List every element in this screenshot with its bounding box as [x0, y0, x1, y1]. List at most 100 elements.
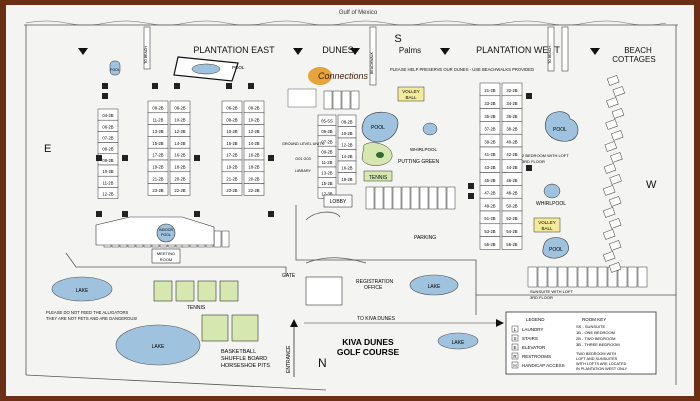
cottage-unit	[608, 218, 622, 229]
gulf-label: Gulf of Mexico	[339, 10, 378, 16]
svg-text:BALL: BALL	[405, 95, 417, 100]
beach-cottages	[602, 75, 625, 273]
unit-box	[401, 186, 411, 210]
unit-label: 09-2B	[102, 158, 113, 163]
svg-text:TO BEACH: TO BEACH	[144, 46, 148, 64]
volleyball-palms: VOLLEY BALL	[397, 86, 425, 102]
unit-label: 15-2B	[226, 141, 237, 146]
beachwalk-east: TO BEACH	[143, 26, 151, 70]
svg-text:SHUFFLE BOARD: SHUFFLE BOARD	[221, 356, 267, 362]
unit-label: 18-2B	[174, 164, 185, 169]
unit-box	[577, 266, 588, 288]
unit-label: 18-2B	[341, 177, 352, 182]
svg-text:LEGEND: LEGEND	[526, 317, 545, 322]
unit-label: 04-2B	[102, 113, 113, 118]
cottage-unit	[611, 108, 625, 119]
west-whirlpool	[543, 183, 561, 199]
svg-text:TO BEACH: TO BEACH	[548, 46, 552, 64]
unit-label: 22-2B	[174, 188, 185, 193]
compass-west: W	[646, 179, 657, 191]
unit-label: 21-2B	[484, 88, 495, 93]
lake-center	[409, 274, 459, 296]
unit-label: 13-2B	[152, 129, 163, 134]
svg-text:POOL: POOL	[371, 125, 385, 131]
svg-text:POOL: POOL	[549, 247, 563, 253]
cottage-unit	[610, 152, 623, 163]
unit-label: 46-2B	[506, 178, 517, 183]
unit-label: 55-2B	[484, 242, 495, 247]
unit-label: 39-2B	[484, 139, 495, 144]
unit-label: 07-2B	[321, 139, 332, 144]
east-arrow-down-icon-2	[293, 48, 303, 55]
section-plantation-east: PLANTATION EAST	[193, 45, 275, 55]
section-palms-s: S	[394, 33, 401, 45]
unit-label: 20-2B	[174, 176, 185, 181]
unit-label: 12-2B	[341, 142, 352, 147]
svg-text:POOL: POOL	[553, 127, 567, 133]
stairs-marker-icon	[122, 211, 128, 217]
unit-label: 34-2B	[506, 101, 517, 106]
svg-text:MEETING: MEETING	[157, 251, 175, 256]
legend-item-label: LAUNDRY	[522, 327, 543, 332]
svg-text:VOLLEY: VOLLEY	[402, 89, 420, 94]
unit-label: 50-2B	[506, 203, 517, 208]
svg-text:BASKETBALL: BASKETBALL	[221, 349, 256, 355]
beachwalk-cottages	[561, 26, 569, 72]
stairs-marker-icon	[194, 211, 200, 217]
cottage-unit	[608, 196, 622, 207]
unit-label: 10-2B	[226, 129, 237, 134]
entrance-arrow-icon	[290, 319, 298, 327]
svg-text:POOL: POOL	[232, 65, 245, 70]
beachwalk-west: TO BEACH	[547, 26, 555, 72]
unit-label: 06-2B	[321, 129, 332, 134]
unit-label: 16-2B	[341, 165, 352, 170]
alligator-notice-1: PLEASE DO NOT FEED THE ALLIGATORS	[46, 310, 129, 315]
legend-symbol	[511, 343, 519, 351]
stairs-marker-icon	[122, 155, 128, 161]
svg-text:BALL: BALL	[541, 226, 553, 231]
meeting-area: INDOOR POOL MEETING ROOM	[95, 216, 215, 264]
unit-label: 54-2B	[506, 229, 517, 234]
unit-label: 05-SS	[321, 118, 333, 123]
svg-text:GOLF COURSE: GOLF COURSE	[337, 347, 400, 357]
svg-text:SUNSUITE WITH LOFT: SUNSUITE WITH LOFT	[530, 289, 573, 294]
lake-golf	[437, 332, 479, 350]
putting-green-hole-icon	[376, 152, 384, 158]
sunsuite-note: SUNSUITE WITH LOFT 3RD FLOOR	[530, 289, 573, 300]
unit-label: 32-2B	[506, 88, 517, 93]
unit-label: 56-2B	[506, 242, 517, 247]
unit-box	[567, 266, 578, 288]
unit-label: 06-2B	[102, 124, 113, 129]
unit-box	[213, 230, 222, 248]
unit-box	[383, 186, 393, 210]
unit-label: 40-2B	[506, 139, 517, 144]
stairs-marker-icon	[268, 155, 274, 161]
lake-west	[51, 276, 113, 302]
unit-label: 08-2B	[248, 105, 259, 110]
svg-text:Connections: Connections	[318, 71, 369, 81]
unit-box	[501, 236, 523, 250]
west-arrow-down-icon	[440, 48, 450, 55]
unit-box	[437, 186, 447, 210]
unit-box	[428, 186, 438, 210]
unit-label: 10-2B	[174, 117, 185, 122]
unit-label: 38-2B	[506, 127, 517, 132]
legend-symbol-letter: R	[513, 354, 517, 359]
unit-box	[221, 183, 243, 196]
west-arrow-down-icon-2	[590, 48, 600, 55]
svg-text:OFFICE: OFFICE	[364, 285, 383, 291]
west-col-1: 21-2B33-2B35-2B37-2B39-2B41-2B43-2B45-2B…	[479, 82, 501, 250]
unit-label: 21-2B	[226, 176, 237, 181]
unit-label: 19-2B	[226, 164, 237, 169]
room-key-item: 1B - ONE BEDROOM	[576, 330, 615, 335]
unit-box	[479, 236, 501, 250]
unit-label: 49-2B	[484, 203, 495, 208]
resort-map: Gulf of Mexico PLANTATION EAST DUNES S P…	[6, 5, 694, 396]
unit-label: 10-2B	[102, 169, 113, 174]
section-plantation-west: PLANTATION WEST	[476, 45, 560, 55]
unit-label: 08-2B	[341, 119, 352, 124]
unit-box	[97, 187, 119, 199]
palms-tennis: TENNIS	[363, 170, 393, 182]
